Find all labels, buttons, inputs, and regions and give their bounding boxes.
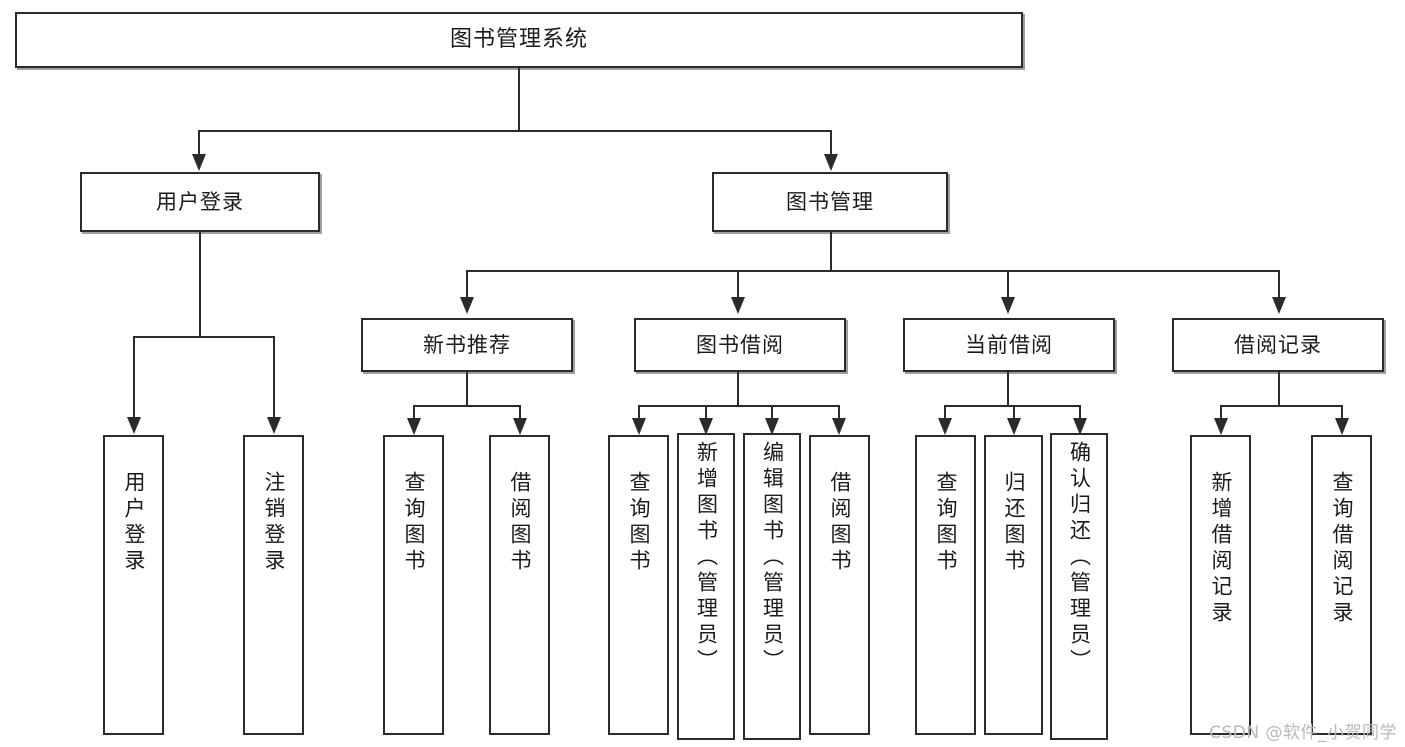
arrowhead-borrow-4 <box>832 418 846 435</box>
node-root-system[interactable]: 图书管理系统 <box>15 12 1023 68</box>
leaf-query-book-recommend[interactable]: 查询图书 <box>383 435 444 735</box>
leaf-borrow-book[interactable]: 借阅图书 <box>809 435 870 735</box>
connector-record-stem <box>1278 372 1280 405</box>
node-new-book-recommend[interactable]: 新书推荐 <box>361 318 573 372</box>
arrowhead-level2-1 <box>460 297 474 314</box>
leaf-logout[interactable]: 注销登录 <box>243 435 304 735</box>
connector-current-drop-3 <box>1079 405 1081 419</box>
node-label: 新书推荐 <box>423 332 511 357</box>
leaf-borrow-book-recommend[interactable]: 借阅图书 <box>489 435 550 735</box>
connector-level2-drop-2 <box>737 270 739 298</box>
node-label: 图书借阅 <box>696 332 784 357</box>
connector-borrow-stem <box>737 372 739 405</box>
arrowhead-current-2 <box>1007 418 1021 435</box>
leaf-user-login[interactable]: 用户登录 <box>103 435 164 735</box>
connector-userlogin-drop-1 <box>133 336 135 418</box>
connector-level2-bus <box>466 270 1278 272</box>
arrowhead-record-1 <box>1214 418 1228 435</box>
leaf-query-book-borrow[interactable]: 查询图书 <box>608 435 669 735</box>
connector-current-drop-1 <box>944 405 946 419</box>
leaf-return-book[interactable]: 归还图书 <box>984 435 1043 735</box>
connector-level1-bus <box>198 130 830 132</box>
arrowhead-recommend-2 <box>513 418 527 435</box>
connector-borrow-bus <box>638 405 838 407</box>
arrowhead-userlogin-1 <box>127 417 141 434</box>
node-label: 用户登录 <box>122 471 146 575</box>
node-borrow-record[interactable]: 借阅记录 <box>1172 318 1384 372</box>
connector-recommend-drop-2 <box>519 405 521 419</box>
node-label: 借阅图书 <box>828 471 852 575</box>
connector-record-drop-2 <box>1341 405 1343 419</box>
node-label: 当前借阅 <box>965 332 1053 357</box>
node-label: 借阅记录 <box>1234 332 1322 357</box>
connector-borrow-drop-3 <box>771 405 773 419</box>
node-label: 图书管理系统 <box>449 27 588 53</box>
arrowhead-level1-1 <box>192 154 206 171</box>
connector-record-bus <box>1220 405 1341 407</box>
arrowhead-level2-3 <box>1001 297 1015 314</box>
arrowhead-borrow-2 <box>699 418 713 435</box>
connector-level2-drop-3 <box>1007 270 1009 298</box>
arrowhead-current-1 <box>938 418 952 435</box>
connector-level2-drop-1 <box>466 270 468 298</box>
leaf-edit-book-admin[interactable]: 编辑图书（管理员） <box>743 433 801 740</box>
leaf-query-borrow-record[interactable]: 查询借阅记录 <box>1311 435 1372 735</box>
node-label: 查询借阅记录 <box>1330 471 1354 627</box>
connector-recommend-drop-1 <box>413 405 415 419</box>
node-label: 确认归还（管理员） <box>1067 441 1092 675</box>
node-label: 归还图书 <box>1002 471 1026 575</box>
arrowhead-level2-2 <box>731 297 745 314</box>
node-current-borrow[interactable]: 当前借阅 <box>903 318 1115 372</box>
node-label: 查询图书 <box>627 471 651 575</box>
node-label: 查询图书 <box>934 471 958 575</box>
leaf-add-borrow-record[interactable]: 新增借阅记录 <box>1190 435 1251 735</box>
connector-recommend-bus <box>413 405 519 407</box>
node-label: 查询图书 <box>402 471 426 575</box>
leaf-query-book-current[interactable]: 查询图书 <box>915 435 976 735</box>
node-book-management[interactable]: 图书管理 <box>712 172 948 232</box>
connector-current-drop-2 <box>1013 405 1015 419</box>
node-label: 新增图书（管理员） <box>694 441 719 675</box>
node-user-login[interactable]: 用户登录 <box>80 172 320 232</box>
arrowhead-record-2 <box>1335 418 1349 435</box>
arrowhead-borrow-3 <box>765 418 779 435</box>
node-label: 注销登录 <box>262 471 286 575</box>
arrowhead-userlogin-2 <box>267 417 281 434</box>
node-label: 借阅图书 <box>508 471 532 575</box>
arrowhead-level1-2 <box>824 154 838 171</box>
node-label: 新增借阅记录 <box>1209 471 1233 627</box>
connector-userlogin-drop-2 <box>273 336 275 418</box>
arrowhead-current-3 <box>1073 418 1087 435</box>
leaf-confirm-return-admin[interactable]: 确认归还（管理员） <box>1050 433 1108 740</box>
connector-borrow-drop-2 <box>705 405 707 419</box>
connector-root-stem <box>518 68 520 130</box>
arrowhead-borrow-1 <box>632 418 646 435</box>
connector-level1-drop-2 <box>830 130 832 155</box>
connector-level1-drop-1 <box>198 130 200 155</box>
connector-level2-drop-4 <box>1278 270 1280 298</box>
connector-current-stem <box>1007 372 1009 405</box>
node-label: 用户登录 <box>156 189 244 214</box>
connector-current-bus <box>944 405 1079 407</box>
node-book-borrow[interactable]: 图书借阅 <box>634 318 846 372</box>
connector-record-drop-1 <box>1220 405 1222 419</box>
node-label: 图书管理 <box>786 189 874 214</box>
connector-userlogin-stem <box>199 232 201 336</box>
node-label: 编辑图书（管理员） <box>760 441 785 675</box>
leaf-add-book-admin[interactable]: 新增图书（管理员） <box>677 433 735 740</box>
arrowhead-recommend-1 <box>407 418 421 435</box>
connector-borrow-drop-1 <box>638 405 640 419</box>
connector-bookmgmt-stem <box>830 232 832 270</box>
connector-borrow-drop-4 <box>838 405 840 419</box>
connector-userlogin-bus <box>133 336 273 338</box>
arrowhead-level2-4 <box>1272 297 1286 314</box>
connector-recommend-stem <box>466 372 468 405</box>
